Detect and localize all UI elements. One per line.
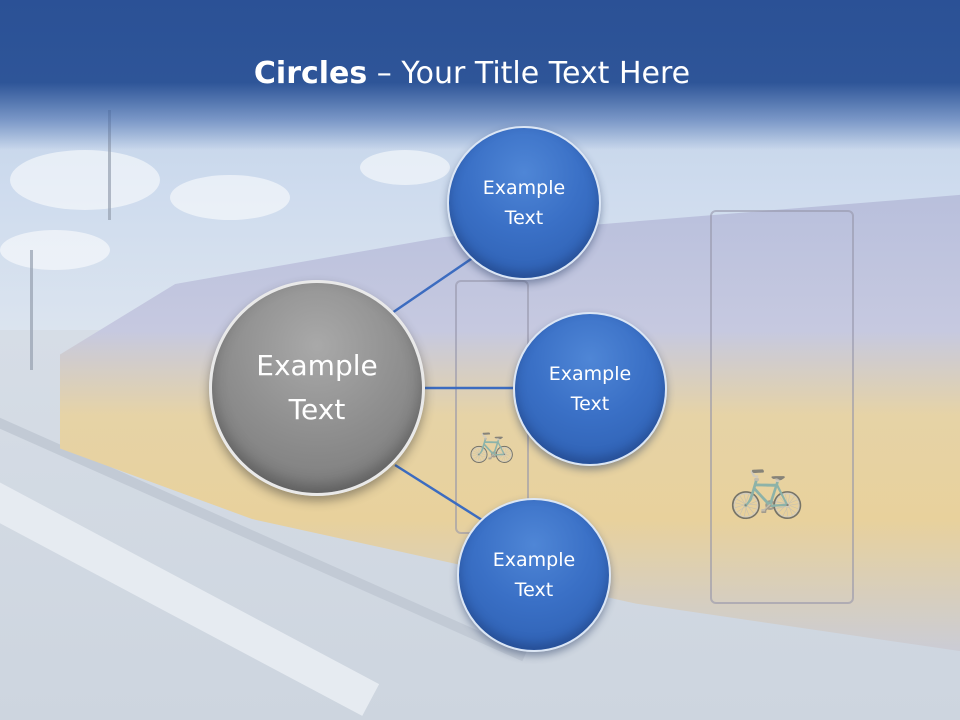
connector-bottom bbox=[394, 463, 483, 522]
center-circle-label: Example Text bbox=[256, 349, 378, 426]
slide-title: Circles – Your Title Text Here bbox=[0, 56, 944, 91]
bicycle-icon: 🚲 bbox=[728, 448, 806, 521]
satellite-label-top: Example Text bbox=[482, 177, 566, 229]
satellite-circle-bottom[interactable]: Example Text bbox=[457, 498, 611, 652]
satellite-label-bottom: Example Text bbox=[492, 549, 576, 601]
title-band bbox=[0, 0, 960, 150]
connector-top bbox=[391, 255, 475, 315]
center-circle[interactable]: Example Text bbox=[209, 280, 425, 496]
satellite-circle-middle[interactable]: Example Text bbox=[513, 312, 667, 466]
title-bold: Circles bbox=[253, 56, 368, 91]
bicycle-icon: 🚲 bbox=[468, 420, 516, 464]
title-rest: – Your Title Text Here bbox=[367, 56, 691, 91]
satellite-circle-top[interactable]: Example Text bbox=[447, 126, 601, 280]
satellite-label-middle: Example Text bbox=[548, 363, 632, 415]
